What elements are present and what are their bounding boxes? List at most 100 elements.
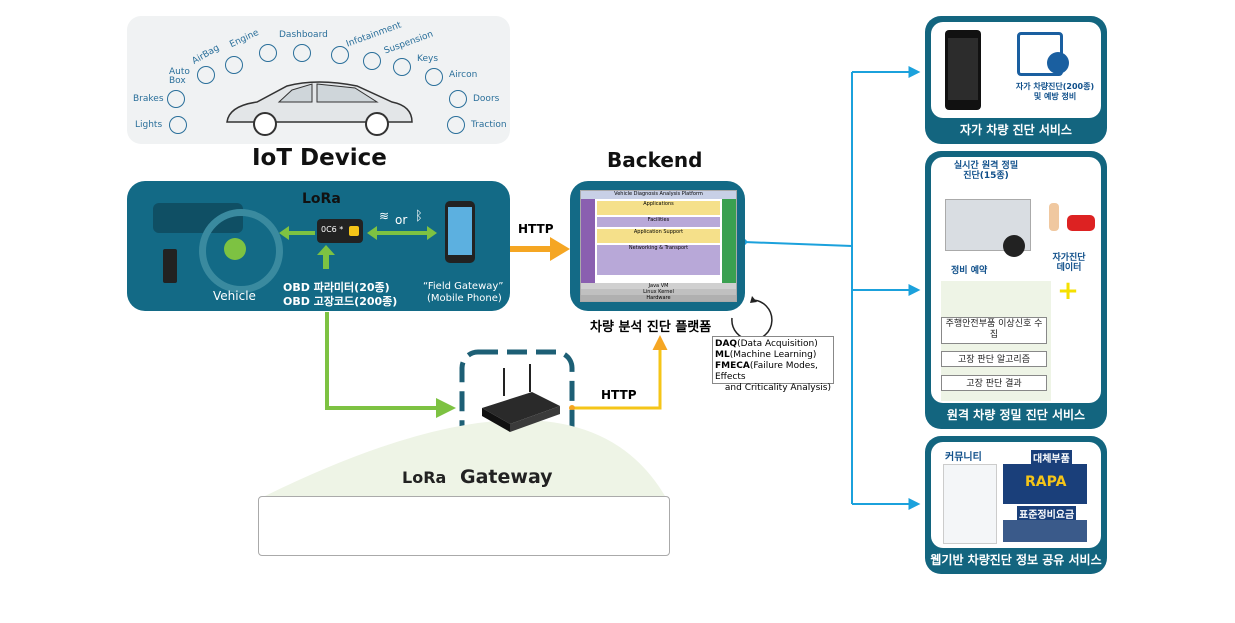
analysis-notes-box: DAQ(Data Acquisition) ML(Machine Learnin…	[712, 336, 834, 393]
remote-diagnosis-caption: 원격 차량 정밀 진단 서비스	[946, 408, 1086, 422]
note-fmeca-cont: and Criticality Analysis)	[724, 383, 831, 393]
car-label-airbag: AirBag	[190, 43, 222, 67]
gateway-empty-box	[258, 496, 670, 556]
iot-device-title: IoT Device	[252, 145, 387, 171]
car-label-brakes: Brakes	[133, 94, 164, 104]
layer-javavm: Java VM	[581, 283, 736, 289]
aircon-icon	[425, 68, 443, 86]
brakes-icon	[167, 90, 185, 108]
car-label-aircon: Aircon	[449, 70, 478, 80]
airbag-icon	[225, 56, 243, 74]
lora-label: LoRa	[302, 191, 341, 207]
step-collect: 주행안전부품 이상신호 수집	[941, 317, 1047, 344]
router-icon	[482, 364, 560, 432]
car-label-traction: Traction	[471, 120, 507, 130]
blue-line-main	[743, 241, 853, 247]
layer-app-support: Application Support	[597, 229, 720, 243]
orange-arrow-gateway-backend	[572, 335, 668, 410]
car-label-engine: Engine	[228, 27, 261, 51]
suspension-icon	[363, 52, 381, 70]
http-label-1: HTTP	[518, 222, 554, 236]
orange-arrow-iot-backend	[510, 237, 570, 261]
standard-fee-image	[1003, 520, 1087, 542]
vehicle-label: Vehicle	[213, 289, 256, 303]
plus-icon: +	[1057, 276, 1079, 306]
car-label-dashboard: Dashboard	[279, 30, 328, 40]
layer-facilities: Facilities	[597, 217, 720, 227]
remote-diagnosis-content: 실시간 원격 정밀 진단(15종) 정비 예약 자가진단 데이터 + 주행안전부…	[931, 157, 1101, 403]
car-label-keys: Keys	[417, 54, 439, 64]
green-arrow-to-gateway	[325, 312, 456, 418]
refresh-cycle-icon	[731, 299, 773, 341]
car-label-autobox: Auto Box	[169, 67, 190, 86]
orange-dot	[569, 405, 575, 411]
car-sensors-image: Engine Dashboard Infotainment Suspension…	[127, 16, 510, 144]
platform-right-bar	[722, 199, 736, 283]
mobile-phone-icon	[445, 201, 475, 263]
note-ml: ML(Machine Learning)	[715, 350, 817, 360]
gateway-light-cone	[265, 420, 665, 496]
mechanic-icon	[1003, 235, 1025, 257]
lora-module-screen: 0C6 *	[321, 225, 344, 234]
platform-label: 차량 분석 진단 플랫폼	[590, 316, 712, 335]
field-gateway-label: “Field Gateway”	[423, 281, 504, 292]
steering-hub-icon	[224, 238, 246, 260]
lights-icon	[169, 116, 187, 134]
self-diagnosis-text: 자가 차량진단(200종) 및 예방 정비	[1015, 82, 1095, 101]
phone-screen-icon	[945, 30, 981, 110]
community-label: 커뮤니티	[945, 452, 982, 463]
infotainment-icon	[331, 46, 349, 64]
gearbox-icon	[197, 66, 215, 84]
step-algorithm: 고장 판단 알고리즘	[941, 351, 1047, 367]
self-diagnosis-panel: 자가 차량진단(200종) 및 예방 정비 자가 차량 진단 서비스	[925, 16, 1107, 144]
web-sharing-caption: 웹기반 차량진단 정보 공유 서비스	[930, 553, 1102, 567]
obd-codes-label: OBD 고장코드(200종)	[283, 295, 398, 308]
bidirectional-arrows	[279, 226, 437, 269]
community-list-image	[943, 464, 997, 544]
dashboard-icon	[293, 44, 311, 62]
doors-icon	[449, 90, 467, 108]
layer-kernel: Linux Kernel	[581, 289, 736, 295]
calendar-car-badge	[1047, 52, 1069, 74]
rapa-label: RAPA	[1025, 474, 1067, 490]
note-fmeca: FMECA(Failure Modes, Effects	[715, 361, 818, 382]
person-icon	[1049, 203, 1059, 231]
keys-icon	[393, 58, 411, 76]
step-result: 고장 판단 결과	[941, 375, 1047, 391]
lora-module-icon: 0C6 *	[317, 219, 363, 243]
obd-params-label: OBD 파라미터(20종)	[283, 281, 390, 294]
platform-title: Vehicle Diagnosis Analysis Platform	[581, 191, 736, 199]
lora-module-led	[349, 226, 359, 236]
gateway-lora-label: LoRa	[402, 468, 447, 487]
backend-title: Backend	[607, 148, 703, 172]
iot-device-box: Vehicle LoRa 0C6 * or ≋ ᛒ “Field Gateway…	[127, 181, 510, 311]
parts-label: 대체부품	[1031, 450, 1072, 465]
car-silhouette-icon	[226, 81, 413, 136]
self-data-label: 자가진단 데이터	[1052, 253, 1086, 273]
platform-diagram: Vehicle Diagnosis Analysis Platform Appl…	[580, 190, 737, 302]
steering-wheel-icon	[199, 209, 283, 293]
http-label-2: HTTP	[601, 388, 637, 402]
wifi-icon: ≋	[379, 209, 390, 223]
standard-fee-label: 표준정비요금	[1017, 506, 1077, 521]
layer-networking: Networking & Transport	[597, 245, 720, 275]
web-sharing-content: 커뮤니티 대체부품 RAPA 표준정비요금	[931, 442, 1101, 548]
note-daq: DAQ(Data Acquisition)	[715, 339, 818, 349]
obd-port-icon	[163, 249, 177, 283]
web-sharing-panel: 커뮤니티 대체부품 RAPA 표준정비요금 웹기반 차량진단 정보 공유 서비스	[925, 436, 1107, 574]
remote-top-label: 실시간 원격 정밀 진단(15종)	[953, 161, 1019, 181]
wifi-or-label: or	[395, 213, 408, 227]
remote-diagnosis-panel: 실시간 원격 정밀 진단(15종) 정비 예약 자가진단 데이터 + 주행안전부…	[925, 151, 1107, 429]
self-diagnosis-caption: 자가 차량 진단 서비스	[960, 123, 1072, 137]
traction-icon	[447, 116, 465, 134]
reserve-label: 정비 예약	[951, 266, 988, 276]
self-diagnosis-content: 자가 차량진단(200종) 및 예방 정비	[931, 22, 1101, 118]
backend-box: Vehicle Diagnosis Analysis Platform Appl…	[570, 181, 745, 311]
car-label-doors: Doors	[473, 94, 500, 104]
engine-icon	[259, 44, 277, 62]
mobile-phone-label: (Mobile Phone)	[427, 293, 502, 304]
layer-hardware: Hardware	[581, 295, 736, 301]
rapa-banner: RAPA	[1003, 464, 1087, 504]
car-label-lights: Lights	[135, 120, 163, 130]
